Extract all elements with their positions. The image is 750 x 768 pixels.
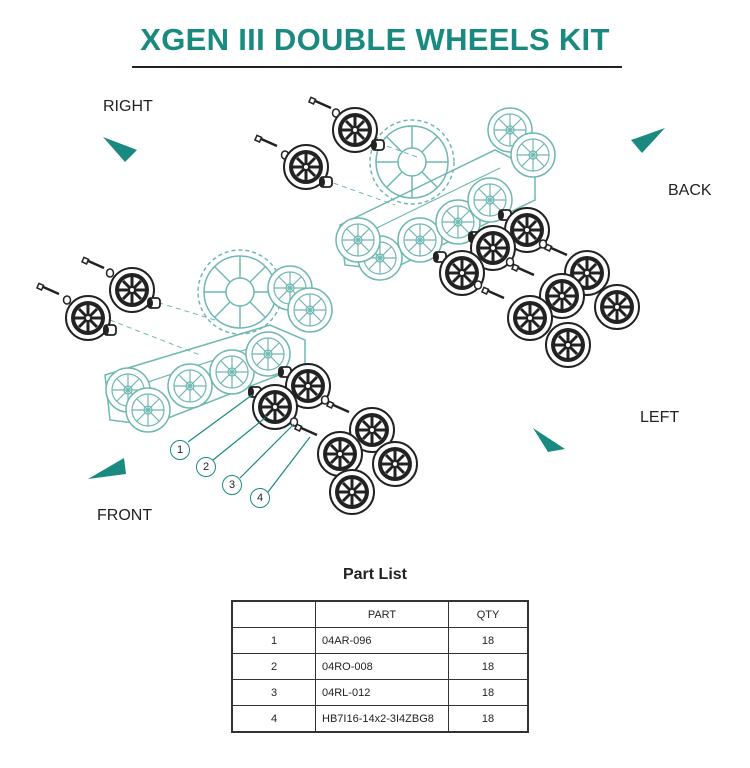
- part-list-heading: Part List: [342, 566, 407, 583]
- column-header-qty: QTY: [448, 600, 529, 628]
- cell-qty: 18: [448, 705, 529, 733]
- cell-part: HB7I16-14x2-3I4ZBG8: [315, 705, 449, 733]
- label-right: RIGHT: [103, 98, 153, 115]
- right-arrow-icon: [103, 137, 137, 162]
- back-track-assembly: [335, 107, 556, 281]
- table-header-row: PART QTY: [231, 600, 529, 628]
- callout-2: 2: [196, 457, 216, 477]
- table-row: 1 04AR-096 18: [231, 627, 529, 654]
- back-arrow-icon: [631, 128, 665, 153]
- exploded-diagram: [35, 96, 665, 516]
- cell-index: 3: [231, 679, 316, 706]
- callout-1: 1: [170, 440, 190, 460]
- table-row: 3 04RL-012 18: [231, 679, 529, 706]
- cell-index: 2: [231, 653, 316, 680]
- callout-4: 4: [250, 488, 270, 508]
- label-back: BACK: [668, 182, 712, 199]
- column-header-part: PART: [315, 600, 449, 628]
- cell-part: 04AR-096: [315, 627, 449, 654]
- cell-part: 04RO-008: [315, 653, 449, 680]
- cell-part: 04RL-012: [315, 679, 449, 706]
- table-row: 2 04RO-008 18: [231, 653, 529, 680]
- label-left: LEFT: [640, 409, 680, 426]
- cell-qty: 18: [448, 627, 529, 654]
- title-underline: [132, 66, 622, 68]
- cell-qty: 18: [448, 653, 529, 680]
- table-row: 4 HB7I16-14x2-3I4ZBG8 18: [231, 705, 529, 733]
- part-list-table: PART QTY 1 04AR-096 18 2 04RO-008 18 3 0…: [231, 600, 529, 733]
- cell-index: 4: [231, 705, 316, 733]
- page-title: XGEN III DOUBLE WHEELS KIT: [140, 22, 610, 57]
- column-header-index: [231, 600, 316, 628]
- callout-3: 3: [222, 475, 242, 495]
- left-arrow-icon: [533, 428, 565, 452]
- cell-index: 1: [231, 627, 316, 654]
- cell-qty: 18: [448, 679, 529, 706]
- label-front: FRONT: [97, 507, 153, 524]
- front-arrow-icon: [88, 458, 126, 479]
